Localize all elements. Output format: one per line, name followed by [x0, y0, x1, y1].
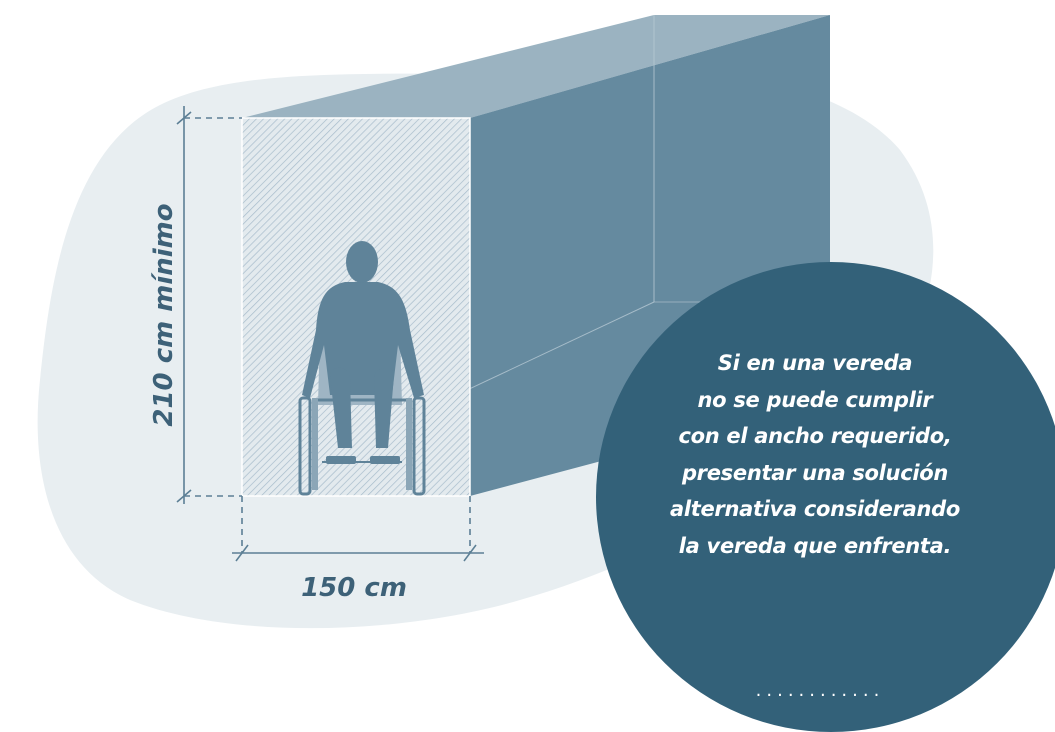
wheelchair-user-icon [298, 241, 426, 496]
box-top-face [242, 15, 830, 118]
callout-line: alternativa considerando [669, 497, 961, 521]
height-label: 210 cm mínimo [149, 203, 179, 426]
callout-circle [596, 262, 1055, 732]
callout-line: no se puede cumplir [697, 387, 933, 412]
callout-line: la vereda que enfrenta. [678, 533, 952, 558]
callout-line: con el ancho requerido, [678, 424, 952, 448]
callout-line: presentar una solución [681, 460, 949, 485]
callout-line: Si en una vereda [717, 351, 913, 375]
dotted-separator: ............ [755, 680, 885, 701]
callout-text: Si en una vereda no se puede cumplir con… [640, 345, 990, 564]
width-label: 150 cm [301, 573, 407, 603]
width-dimension [232, 496, 484, 562]
height-dimension [176, 106, 242, 504]
